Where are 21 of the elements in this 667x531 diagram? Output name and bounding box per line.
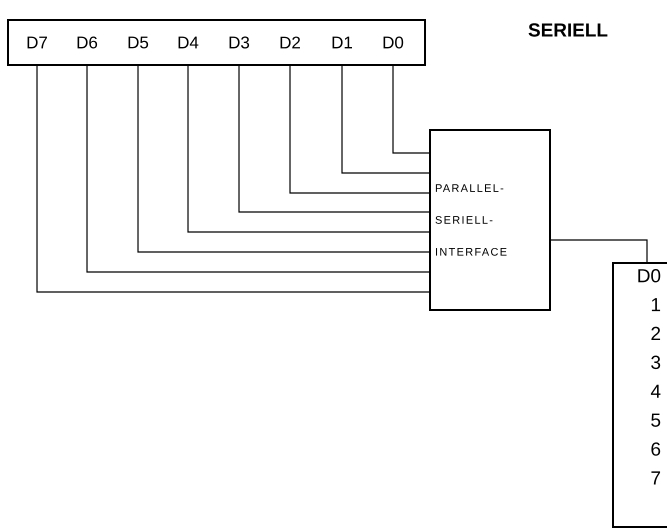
bit-label: D0 xyxy=(384,36,404,48)
wire xyxy=(238,66,429,213)
title: SERIELL xyxy=(528,23,608,37)
bit-label: D5 xyxy=(128,36,148,48)
wire xyxy=(86,66,429,273)
wire xyxy=(392,66,429,154)
bit-label: D1 xyxy=(332,36,352,48)
bit-label: D6 xyxy=(78,36,98,48)
wire xyxy=(551,239,648,262)
bit-label: D4 xyxy=(178,36,198,48)
wire xyxy=(36,66,429,293)
register-box xyxy=(7,19,426,66)
bit-label: D3 xyxy=(230,36,250,48)
wire xyxy=(341,66,429,174)
wire xyxy=(137,66,429,253)
wire xyxy=(187,66,429,233)
bit-label: D2 xyxy=(280,36,300,48)
interface-box: PARALLEL- SERIELL- INTERFACE xyxy=(429,129,551,311)
bit-label: D7 xyxy=(28,36,47,48)
wire xyxy=(289,66,429,194)
register-box: D0 1 2 3 4 5 6 7 xyxy=(612,262,667,528)
